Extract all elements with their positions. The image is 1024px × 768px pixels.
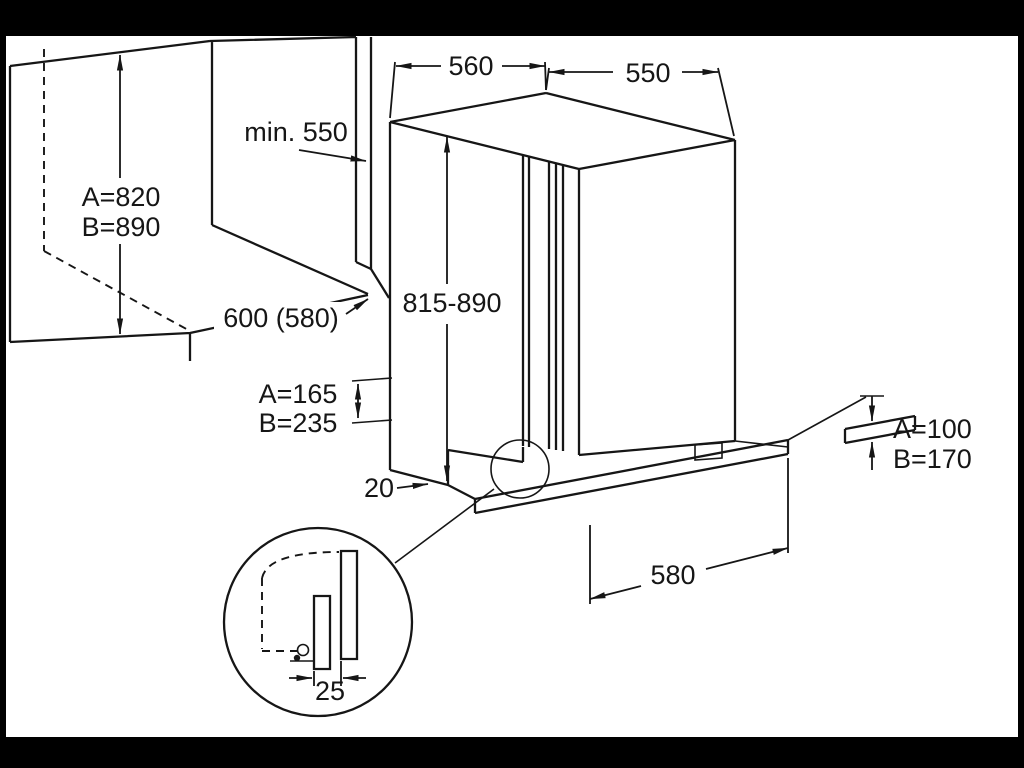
dim-front-gap: 20 <box>364 473 429 503</box>
dim-niche-height: A=820 B=890 <box>82 54 161 335</box>
plinth-length-arrow-right <box>705 547 789 570</box>
detail-door-and-plinth-bars <box>312 549 359 671</box>
appliance-door-edge-lines <box>521 155 565 451</box>
label-plinth-recess-b: B=235 <box>259 408 338 438</box>
recess-extension-lines <box>351 377 393 424</box>
appliance-box <box>388 91 789 501</box>
detail-view: 25 <box>222 439 550 718</box>
dim-niche-depth: min. 550 <box>244 117 367 162</box>
label-niche-height-b: B=890 <box>82 212 161 242</box>
label-front-gap: 20 <box>364 473 394 503</box>
hinge-pivot-circle <box>296 643 310 657</box>
detail-door-swing-dashed <box>261 551 340 652</box>
label-plinth-board-b: B=170 <box>893 444 972 474</box>
plinth-length-extensions <box>589 458 789 604</box>
appliance-outline <box>388 91 737 501</box>
dim-plinth-recess: A=165 B=235 <box>259 377 393 438</box>
detail-magnifier-circle <box>222 526 414 718</box>
label-niche-height-a: A=820 <box>82 182 161 212</box>
label-niche-min-depth: min. 550 <box>244 117 348 147</box>
label-plinth-recess-a: A=165 <box>259 379 338 409</box>
label-plinth-board-a: A=100 <box>893 414 972 444</box>
setback-extension-lines <box>313 661 342 686</box>
label-appliance-height: 815-890 <box>402 288 501 318</box>
detail-source-circle <box>490 439 550 499</box>
dim-plinth-board-height: A=100 B=170 <box>868 396 972 474</box>
label-backplate <box>214 302 348 334</box>
label-niche-width: 600 (580) <box>223 303 339 333</box>
plinth-boards <box>473 395 917 515</box>
dim-top-width: 550 <box>545 58 735 137</box>
drawing-paper <box>6 36 1018 737</box>
niche-hidden-lines <box>43 49 191 332</box>
hinge-pivot-dot <box>293 654 301 662</box>
front-gap-arrow <box>396 482 429 490</box>
plinth-length-arrow-left <box>589 585 642 600</box>
plinth-board-lines <box>473 414 917 515</box>
dim-detail-setback: 25 <box>289 661 366 706</box>
label-top-depth: 560 <box>448 51 493 81</box>
dim-appliance-height: 815-890 <box>402 136 502 482</box>
niche-depth-arrow <box>298 149 367 162</box>
label-top-width: 550 <box>625 58 670 88</box>
detail-leader-line <box>394 488 495 564</box>
dim-plinth-length: 580 <box>589 458 789 604</box>
label-detail-setback: 25 <box>315 676 345 706</box>
label-plinth-length: 580 <box>650 560 695 590</box>
dim-niche-width: 600 (580) <box>214 298 369 334</box>
niche-width-arrow <box>345 298 369 315</box>
